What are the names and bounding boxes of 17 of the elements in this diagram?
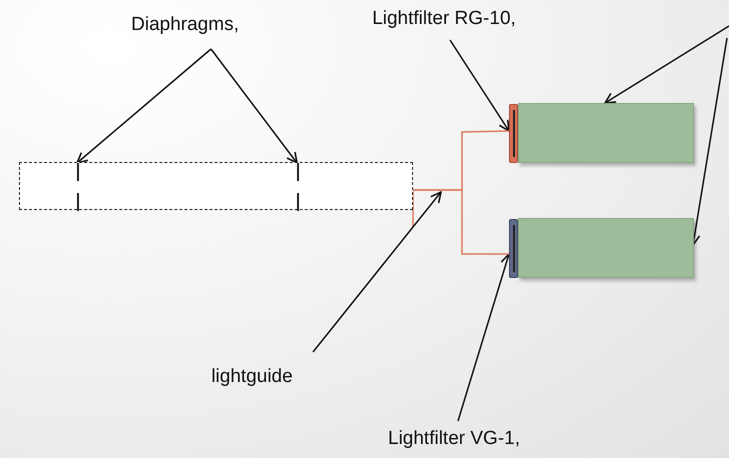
detector-box (518, 103, 694, 163)
light-fiber (413, 189, 509, 255)
leader-arrow (76, 48, 212, 164)
light-filter (509, 104, 518, 163)
leader-arrow (312, 191, 442, 352)
callout-label: Lightfilter VG-1, (387, 428, 521, 450)
light-filter (509, 219, 518, 278)
dashed-tube-outline (19, 162, 413, 210)
leader-arrow (210, 48, 298, 164)
callout-label: Lightfilter RG-10, (371, 8, 517, 30)
callout-label: Diaphragms, (130, 14, 240, 36)
callout-label: lightguide (210, 366, 294, 388)
diaphragm-mark (297, 163, 299, 211)
diaphragm-mark (77, 163, 79, 211)
leader-arrow (604, 25, 729, 104)
leader-arrow (449, 40, 510, 132)
detector-box (518, 218, 694, 278)
